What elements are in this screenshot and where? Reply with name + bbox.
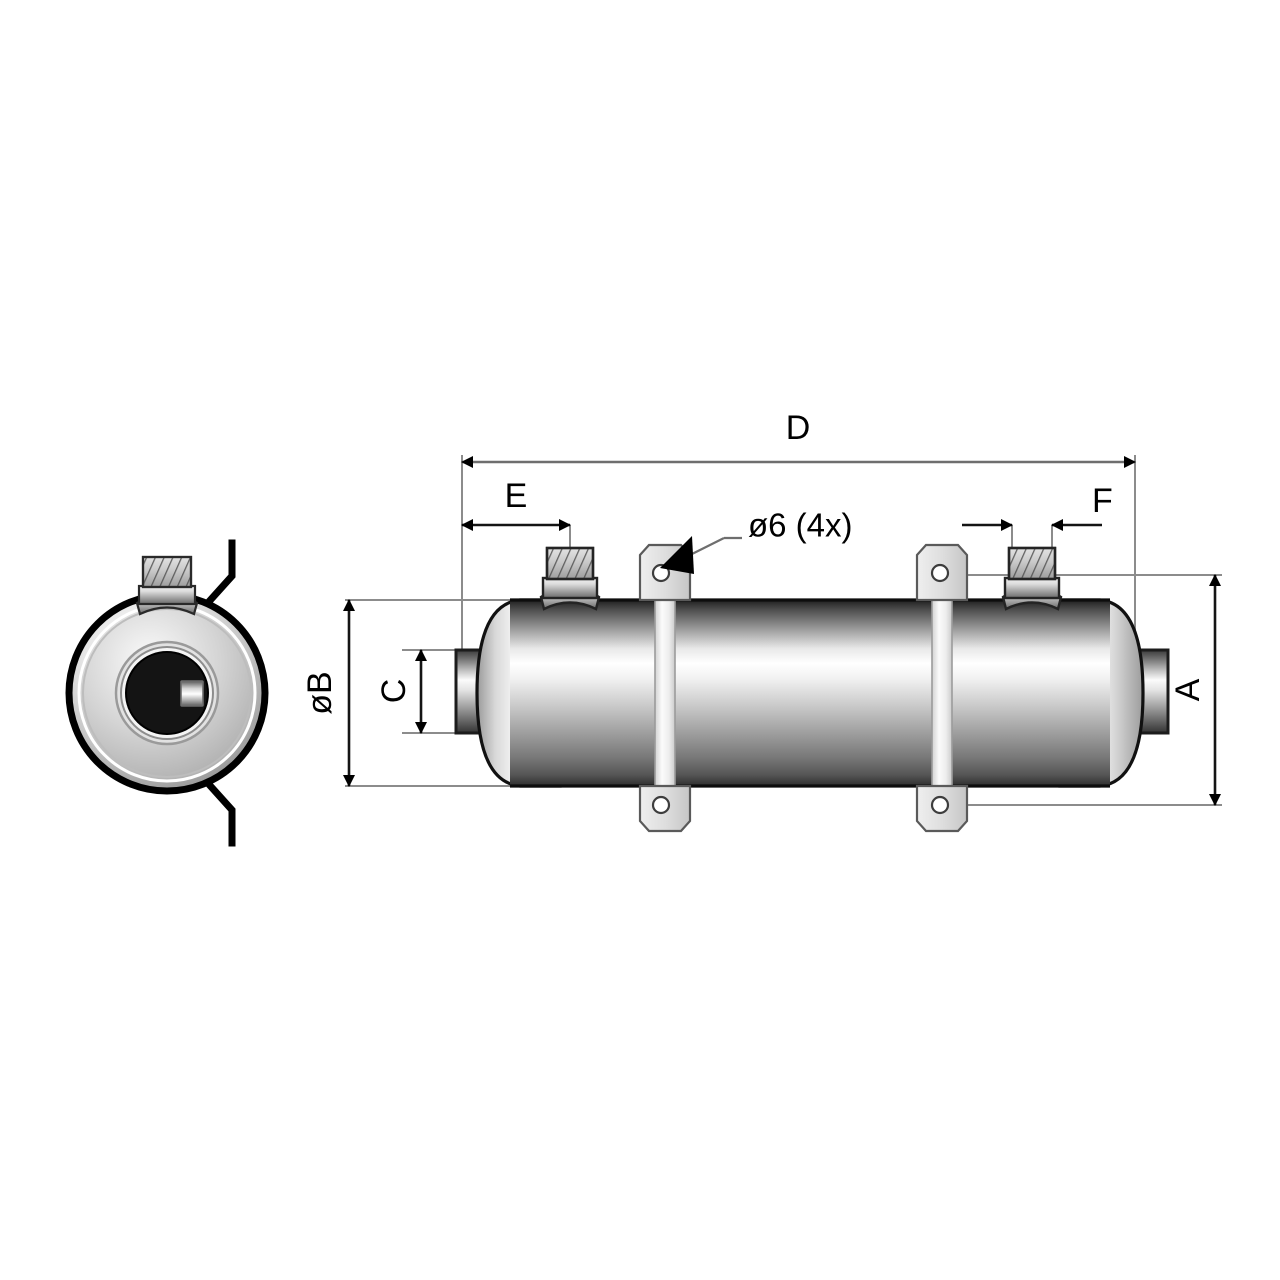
mounting-strap-right (931, 599, 953, 787)
end-view-top-port (135, 555, 199, 616)
dimension-C-label: C (375, 679, 413, 704)
dimension-B: øB (301, 599, 355, 787)
bracket-hole-top-left (651, 563, 671, 583)
end-view (65, 539, 269, 847)
dimension-B-label: øB (301, 671, 339, 714)
end-view-bore (125, 651, 209, 735)
shell-body (510, 600, 1110, 786)
bracket-hole-top-right (930, 563, 950, 583)
dimension-F-label: F (1092, 482, 1113, 520)
dimension-D-label: D (786, 409, 811, 447)
side-view (345, 455, 1222, 833)
dimension-F: F (962, 482, 1113, 531)
dimension-A-label: A (1169, 678, 1207, 701)
bracket-bottom-left (638, 784, 692, 833)
dimension-C: C (375, 649, 427, 734)
top-port-left (539, 546, 601, 611)
dimension-E-label: E (505, 477, 528, 515)
end-view-internal-stub (180, 680, 204, 707)
dimension-E: E (461, 477, 571, 531)
callout-hole-diameter: ø6 (4x) (660, 507, 853, 574)
bracket-bottom-right (915, 784, 969, 833)
dimension-A: A (1169, 574, 1221, 806)
end-view-face-ring-inner (82, 608, 252, 778)
bracket-hole-bottom-right (930, 795, 950, 815)
callout-hole-label: ø6 (4x) (748, 507, 853, 544)
bracket-top-right (915, 543, 969, 602)
dimension-D: D (461, 409, 1136, 468)
callout-arrowhead (660, 536, 694, 574)
top-port-right (1001, 546, 1063, 611)
bracket-hole-bottom-left (651, 795, 671, 815)
mounting-strap-left (654, 599, 676, 787)
